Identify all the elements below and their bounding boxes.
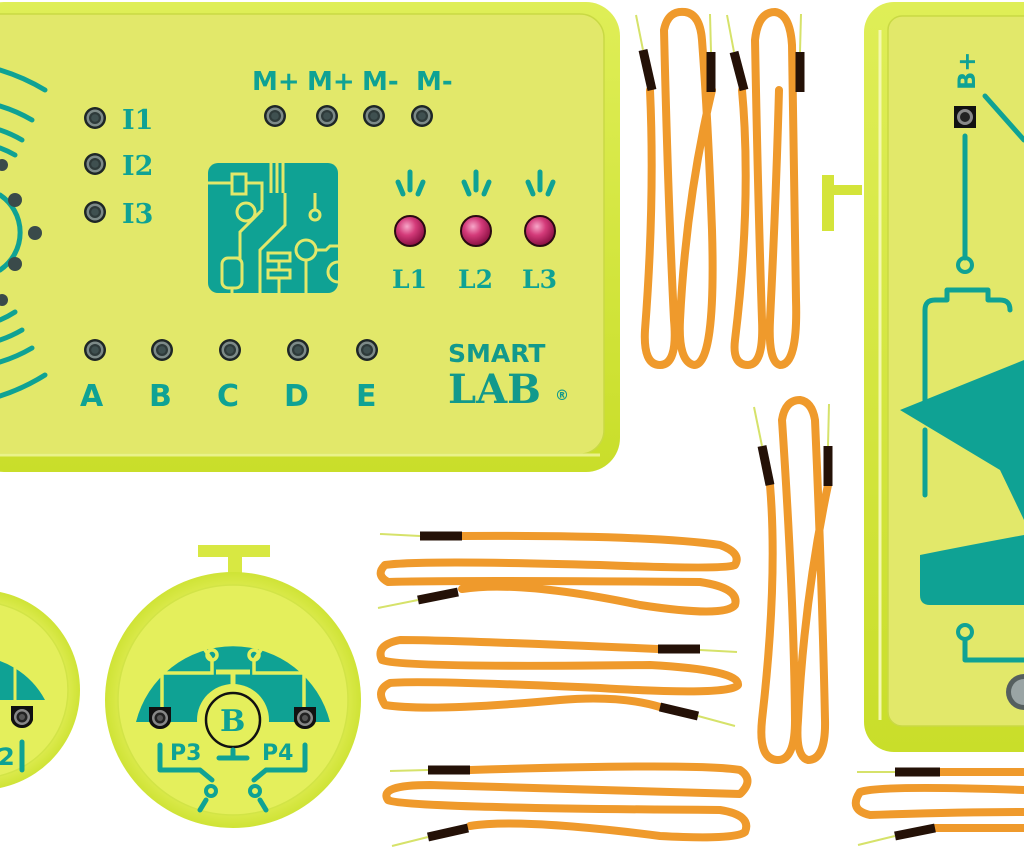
circuit-chip-icon bbox=[208, 163, 339, 293]
smartlab-logo: SMART LAB ® bbox=[448, 339, 569, 413]
svg-text:2: 2 bbox=[0, 743, 15, 771]
jumper-wire-3[interactable] bbox=[753, 396, 833, 764]
port-A[interactable]: A bbox=[80, 339, 106, 414]
svg-text:M+: M+ bbox=[307, 67, 355, 97]
svg-text:®: ® bbox=[555, 388, 569, 404]
partial-round-module: 2 bbox=[0, 592, 80, 788]
main-controller-board: I1 I2 I3 M+ M+ M- M- bbox=[0, 2, 620, 472]
motor-port-4[interactable] bbox=[411, 105, 433, 127]
battery-terminal-label: B+ bbox=[953, 52, 981, 90]
input-port-I1[interactable]: I1 bbox=[84, 105, 153, 136]
svg-text:M-: M- bbox=[416, 67, 453, 97]
led-L3: L3 bbox=[522, 169, 557, 294]
speaker-waves-icon bbox=[0, 67, 48, 399]
svg-text:P4: P4 bbox=[262, 741, 293, 766]
battery-terminal-socket[interactable] bbox=[954, 106, 976, 128]
svg-text:L1: L1 bbox=[392, 265, 427, 294]
led-L1: L1 bbox=[392, 169, 427, 294]
svg-text:C: C bbox=[217, 379, 239, 414]
port-B[interactable]: B bbox=[149, 339, 173, 414]
motor-port-2[interactable] bbox=[316, 105, 338, 127]
svg-text:L2: L2 bbox=[458, 265, 493, 294]
buzzer-socket-p4[interactable] bbox=[294, 707, 316, 730]
input-port-I3[interactable]: I3 bbox=[84, 199, 153, 230]
port-C[interactable]: C bbox=[217, 339, 241, 414]
port-D[interactable]: D bbox=[284, 339, 309, 414]
svg-text:L3: L3 bbox=[522, 265, 557, 294]
svg-text:B: B bbox=[149, 379, 172, 414]
port-E[interactable]: E bbox=[356, 339, 378, 414]
svg-text:D: D bbox=[284, 379, 309, 414]
svg-text:M+: M+ bbox=[252, 67, 300, 97]
buzzer-module: B P3 P4 bbox=[105, 545, 361, 828]
svg-text:M-: M- bbox=[362, 67, 399, 97]
svg-text:E: E bbox=[356, 379, 377, 414]
svg-text:LAB: LAB bbox=[448, 366, 541, 413]
svg-text:I2: I2 bbox=[122, 151, 153, 182]
motor-port-1[interactable] bbox=[264, 105, 286, 127]
jumper-wire-6[interactable] bbox=[382, 762, 752, 847]
jumper-wire-7-partial[interactable] bbox=[851, 767, 1024, 846]
buzzer-center-label: B bbox=[220, 704, 245, 739]
input-port-I2[interactable]: I2 bbox=[84, 151, 153, 182]
motor-port-3[interactable] bbox=[363, 105, 385, 127]
battery-lightning-icon bbox=[900, 93, 1024, 663]
buzzer-socket-p3[interactable] bbox=[149, 707, 171, 730]
svg-text:I3: I3 bbox=[122, 199, 153, 230]
jumper-wire-5[interactable] bbox=[376, 636, 742, 727]
svg-text:P3: P3 bbox=[170, 741, 201, 766]
svg-text:SMART: SMART bbox=[448, 339, 545, 368]
jumper-wire-2[interactable] bbox=[726, 8, 805, 369]
module-socket[interactable] bbox=[11, 706, 33, 729]
jumper-wire-1[interactable] bbox=[635, 7, 717, 369]
battery-screw bbox=[1006, 674, 1024, 710]
jumper-wire-4[interactable] bbox=[376, 531, 741, 616]
led-L2: L2 bbox=[458, 169, 493, 294]
battery-module: B+ bbox=[822, 2, 1024, 752]
svg-text:A: A bbox=[80, 379, 104, 414]
motor-port-labels: M+ M+ M- M- bbox=[252, 67, 453, 97]
svg-text:I1: I1 bbox=[122, 105, 153, 136]
